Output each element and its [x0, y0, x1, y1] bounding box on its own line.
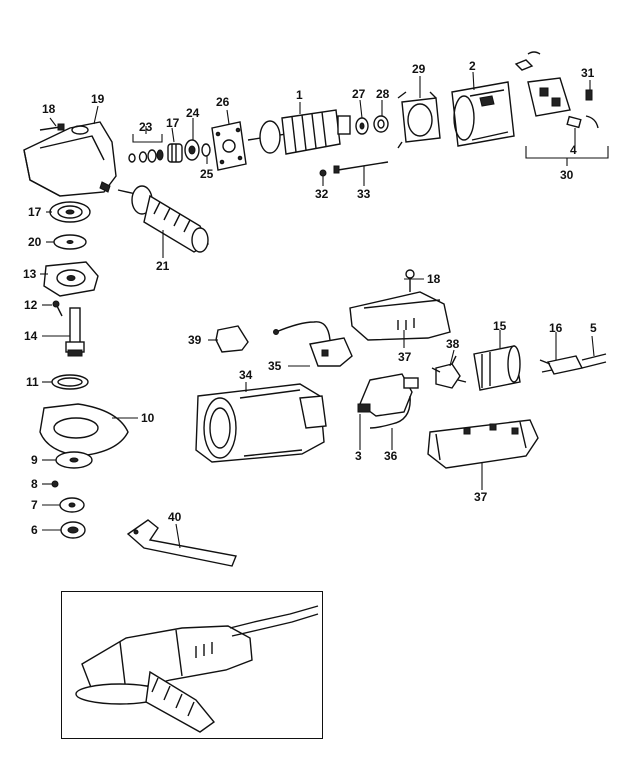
- part-label-2: 2: [469, 59, 476, 73]
- plate-part: [211, 121, 247, 171]
- power-cord-part: [581, 353, 607, 369]
- part-label-16: 16: [549, 321, 563, 335]
- part-label-12: 12: [24, 298, 38, 312]
- part-label-18: 18: [42, 102, 56, 116]
- guard-screw-part: [51, 480, 59, 488]
- trigger-switch-part: [357, 373, 419, 417]
- washer-part: [201, 143, 211, 157]
- spindle-ring-part: [51, 374, 89, 390]
- switch-part: [273, 321, 353, 367]
- part-label-11: 11: [26, 375, 39, 389]
- inset-frame: [61, 591, 323, 739]
- part-label-34: 34: [239, 368, 253, 382]
- fan-baffle-part: [397, 91, 441, 149]
- part-label-3: 3: [355, 449, 362, 463]
- inner-flange-part: [55, 451, 93, 469]
- part-label-10: 10: [141, 411, 155, 425]
- part-label-24: 24: [186, 106, 200, 120]
- part-label-7: 7: [31, 498, 38, 512]
- plate-screw-part: [52, 300, 63, 317]
- assembled-grinder-illustration: [75, 605, 319, 733]
- part-label-1: 1: [296, 88, 303, 102]
- armature-bearing-part: [355, 117, 369, 135]
- part-label-38: 38: [446, 337, 460, 351]
- spindle-part: [65, 307, 85, 357]
- part-label-32: 32: [315, 187, 329, 201]
- bearing-set-part: [128, 149, 164, 163]
- part-label-17b: 17: [28, 205, 42, 219]
- part-label-37: 37: [398, 350, 412, 364]
- leader-lines: [40, 71, 595, 549]
- part-label-40: 40: [168, 510, 182, 524]
- part-label-19: 19: [91, 92, 105, 106]
- pinion-part: [167, 143, 183, 163]
- wheel-guard-part: [39, 403, 129, 457]
- part-label-14: 14: [24, 329, 38, 343]
- part-label-27: 27: [352, 87, 366, 101]
- part-label-29: 29: [412, 62, 426, 76]
- part-label-9: 9: [31, 453, 38, 467]
- part-label-35: 35: [268, 359, 282, 373]
- part-label-13: 13: [23, 267, 37, 281]
- handle-screw-part: [405, 269, 415, 292]
- part-label-21: 21: [156, 259, 170, 273]
- part-label-18b: 18: [427, 272, 441, 286]
- part-label-20: 20: [28, 235, 42, 249]
- part-label-8: 8: [31, 477, 38, 491]
- outer-flange-part: [59, 497, 85, 513]
- part-label-36: 36: [384, 449, 398, 463]
- switch-wire-part: [369, 395, 411, 429]
- field-coil-part: [451, 81, 515, 147]
- part-label-25: 25: [200, 167, 214, 181]
- gear-washer-part: [53, 234, 87, 250]
- end-cap-part: [473, 345, 521, 391]
- upper-handle-part: [349, 291, 451, 341]
- part-label-4: 4: [570, 143, 577, 157]
- part-label-23: 23: [139, 120, 153, 134]
- part-label-5: 5: [590, 321, 597, 335]
- part-label-17: 17: [166, 116, 180, 130]
- part-label-39: 39: [188, 333, 202, 347]
- armature-part: [247, 109, 351, 155]
- part-label-26: 26: [216, 95, 230, 109]
- brush-assembly-bracket: [525, 146, 609, 166]
- cord-protector-part: [539, 355, 584, 375]
- part-label-37b: 37: [474, 490, 488, 504]
- part-label-15: 15: [493, 319, 507, 333]
- spanner-wrench-part: [126, 519, 237, 567]
- side-handle-part: [117, 185, 209, 253]
- clamp-nut-part: [60, 521, 86, 539]
- part-label-31: 31: [581, 66, 595, 80]
- spiral-gear-part: [49, 201, 91, 223]
- screw-part: [39, 123, 65, 131]
- lower-handle-part: [427, 419, 539, 469]
- motor-housing-part: [195, 383, 327, 463]
- cord-clip-part: [215, 325, 249, 353]
- gear-housing-part: [23, 121, 117, 197]
- brush-holder-part: [514, 51, 599, 129]
- part-label-28: 28: [376, 87, 390, 101]
- field-screw-part: [319, 161, 389, 177]
- bearing-sleeve-part: [373, 115, 389, 133]
- bearing-part: [184, 139, 200, 161]
- bearing-plate-part: [43, 261, 99, 297]
- strain-relief-part: [431, 355, 467, 389]
- part-label-6: 6: [31, 523, 38, 537]
- part-label-30: 30: [560, 168, 574, 182]
- part-label-33: 33: [357, 187, 371, 201]
